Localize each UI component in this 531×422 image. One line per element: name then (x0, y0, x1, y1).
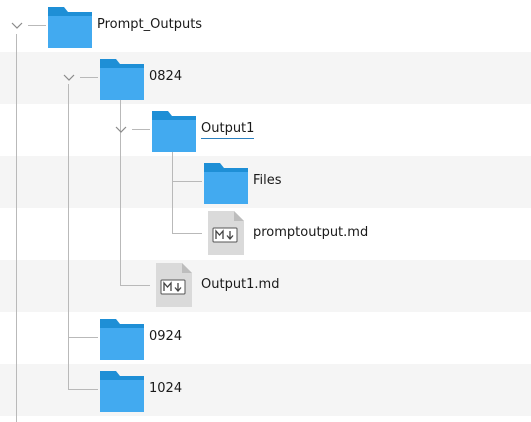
tree-item-label[interactable]: Prompt_Outputs (97, 17, 203, 32)
tree-guide-line (68, 337, 98, 338)
tree-guide-line (68, 84, 69, 389)
markdown-file-icon[interactable] (203, 210, 249, 256)
folder-icon[interactable] (151, 108, 197, 154)
tree-item-label[interactable]: Files (253, 173, 282, 188)
tree-guide-line (120, 100, 121, 286)
tree-guide-line (172, 152, 173, 233)
tree-item-label[interactable]: Output1 (201, 120, 255, 139)
tree-guide-line (172, 233, 202, 234)
tree-row-background (0, 104, 531, 156)
folder-icon[interactable] (99, 56, 145, 102)
tree-item-label[interactable]: promptoutput.md (253, 225, 369, 240)
tree-row-background (0, 156, 531, 208)
tree-guide-line (120, 285, 150, 286)
chevron-down-icon[interactable] (11, 22, 23, 30)
folder-icon[interactable] (203, 160, 249, 206)
tree-item-label[interactable]: Output1.md (201, 277, 280, 292)
tree-guide-line (80, 77, 98, 78)
tree-item-label[interactable]: 0924 (149, 329, 183, 344)
tree-guide-line (16, 34, 17, 422)
tree-guide-line (132, 129, 150, 130)
folder-icon[interactable] (99, 316, 145, 362)
tree-guide-line (68, 389, 98, 390)
chevron-down-icon[interactable] (115, 126, 127, 134)
tree-item-label[interactable]: 1024 (149, 381, 183, 396)
tree-row-background (0, 364, 531, 416)
tree-row-background (0, 52, 531, 104)
tree-row-background (0, 312, 531, 364)
tree-row-background (0, 260, 531, 312)
folder-icon[interactable] (47, 4, 93, 50)
markdown-file-icon[interactable] (151, 262, 197, 308)
folder-icon[interactable] (99, 368, 145, 414)
tree-guide-line (28, 25, 46, 26)
chevron-down-icon[interactable] (63, 74, 75, 82)
tree-item-label[interactable]: 0824 (149, 69, 183, 84)
tree-guide-line (172, 181, 202, 182)
